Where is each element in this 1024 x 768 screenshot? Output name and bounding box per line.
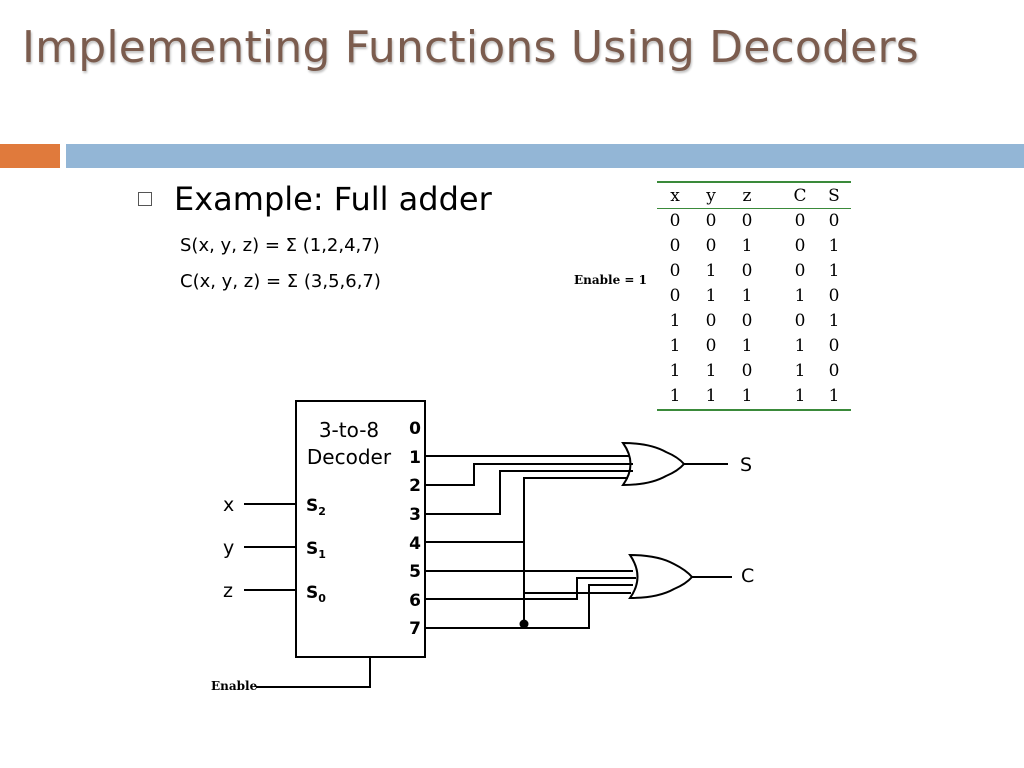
table-row: 1 0 0 0 1 [657, 309, 851, 334]
enable-note: Enable = 1 [574, 273, 647, 287]
table-row: 0 1 1 1 0 [657, 284, 851, 309]
wire-out4-to-or-s [425, 470, 633, 515]
table-cell-x: 1 [669, 336, 681, 356]
decoder-output-6: 6 [409, 591, 421, 611]
accent-bar-blue [66, 144, 1024, 168]
table-cell-y: 0 [705, 236, 717, 256]
table-cell-s: 0 [828, 286, 840, 306]
table-cell-z: 0 [741, 311, 753, 331]
or-gate-c [628, 553, 694, 600]
table-cell-x: 1 [669, 386, 681, 406]
decoder-output-4: 4 [409, 534, 421, 554]
header-x: x [657, 182, 693, 209]
table-cell-c: 0 [794, 261, 806, 281]
table-cell-z: 0 [741, 211, 753, 231]
accent-bar-orange [0, 144, 60, 168]
decoder-block [295, 400, 426, 658]
table-cell-z: 0 [741, 261, 753, 281]
table-cell-s: 1 [828, 261, 840, 281]
table-cell-z: 0 [741, 361, 753, 381]
select-s2-label: S2 [306, 496, 326, 518]
carry-formula: C(x, y, z) = Σ (3,5,6,7) [180, 271, 381, 292]
table-cell-x: 0 [669, 261, 681, 281]
decoder-output-3: 3 [409, 505, 421, 525]
decoder-output-1: 1 [409, 448, 421, 468]
table-cell-x: 1 [669, 361, 681, 381]
table-cell-x: 1 [669, 311, 681, 331]
table-row: 0 1 0 0 1 [657, 259, 851, 284]
decoder-label-line2: Decoder [307, 445, 392, 469]
truth-table-body: 0 0 0 0 0 0 0 1 0 1 0 1 0 0 1 0 1 1 1 0 1 0 0 0 1 1 0 1 1 0 1 1 0 1 0 1 1 1 1 1 [657, 209, 851, 411]
table-cell-c: 0 [794, 211, 806, 231]
decoder-output-2: 2 [409, 476, 421, 496]
table-cell-x: 0 [669, 211, 681, 231]
header-gap [765, 182, 783, 209]
table-cell-y: 1 [705, 261, 717, 281]
decoder-output-0: 0 [409, 419, 421, 439]
table-cell-c: 1 [794, 386, 806, 406]
slide-title: Implementing Functions Using Decoders [22, 22, 919, 73]
table-cell-c: 1 [794, 361, 806, 381]
enable-label: Enable [211, 679, 258, 693]
truth-table-header-row: x y z C S [657, 182, 851, 209]
wire-out2-to-or-s [425, 463, 633, 486]
table-cell-s: 1 [828, 311, 840, 331]
decoder-output-7: 7 [409, 619, 421, 639]
table-row: 1 0 1 1 0 [657, 334, 851, 359]
table-cell-c: 0 [794, 311, 806, 331]
or-gate-s [621, 441, 686, 487]
decoder-label-line1: 3-to-8 [319, 418, 379, 442]
input-x-label: x [223, 494, 234, 516]
table-cell-y: 0 [705, 211, 717, 231]
table-cell-c: 0 [794, 236, 806, 256]
header-s: S [817, 182, 851, 209]
output-s-label: S [740, 454, 752, 476]
table-cell-y: 1 [705, 361, 717, 381]
table-cell-z: 1 [741, 286, 753, 306]
table-cell-z: 1 [741, 336, 753, 356]
table-row: 1 1 0 1 0 [657, 359, 851, 384]
header-y: y [693, 182, 729, 209]
table-cell-c: 1 [794, 336, 806, 356]
table-cell-y: 0 [705, 311, 717, 331]
table-cell-y: 0 [705, 336, 717, 356]
example-heading: Example: Full adder [174, 180, 492, 218]
table-cell-s: 0 [828, 336, 840, 356]
table-row: 1 1 1 1 1 [657, 384, 851, 410]
table-cell-z: 1 [741, 236, 753, 256]
select-s1-label: S1 [306, 539, 326, 561]
wire-out6-to-or-c [425, 577, 636, 600]
table-cell-y: 1 [705, 386, 717, 406]
wire-out7-to-or-c [425, 584, 633, 629]
enable-wire [256, 657, 371, 688]
table-cell-z: 1 [741, 386, 753, 406]
table-cell-y: 1 [705, 286, 717, 306]
input-y-label: y [223, 537, 234, 559]
table-row: 0 0 0 0 0 [657, 209, 851, 235]
junction-dot [519, 619, 529, 629]
square-bullet-icon [138, 192, 152, 206]
table-row: 0 0 1 0 1 [657, 234, 851, 259]
input-z-label: z [223, 580, 233, 602]
header-c: C [783, 182, 817, 209]
decoder-output-5: 5 [409, 562, 421, 582]
table-cell-x: 0 [669, 236, 681, 256]
table-cell-s: 1 [828, 386, 840, 406]
wire-out3-to-or-c [425, 477, 628, 543]
table-cell-s: 0 [828, 211, 840, 231]
sum-formula: S(x, y, z) = Σ (1,2,4,7) [180, 235, 380, 256]
output-c-label: C [741, 565, 754, 587]
table-cell-s: 0 [828, 361, 840, 381]
select-s0-label: S0 [306, 583, 326, 605]
table-cell-s: 1 [828, 236, 840, 256]
table-cell-c: 1 [794, 286, 806, 306]
header-z: z [729, 182, 765, 209]
table-cell-x: 0 [669, 286, 681, 306]
